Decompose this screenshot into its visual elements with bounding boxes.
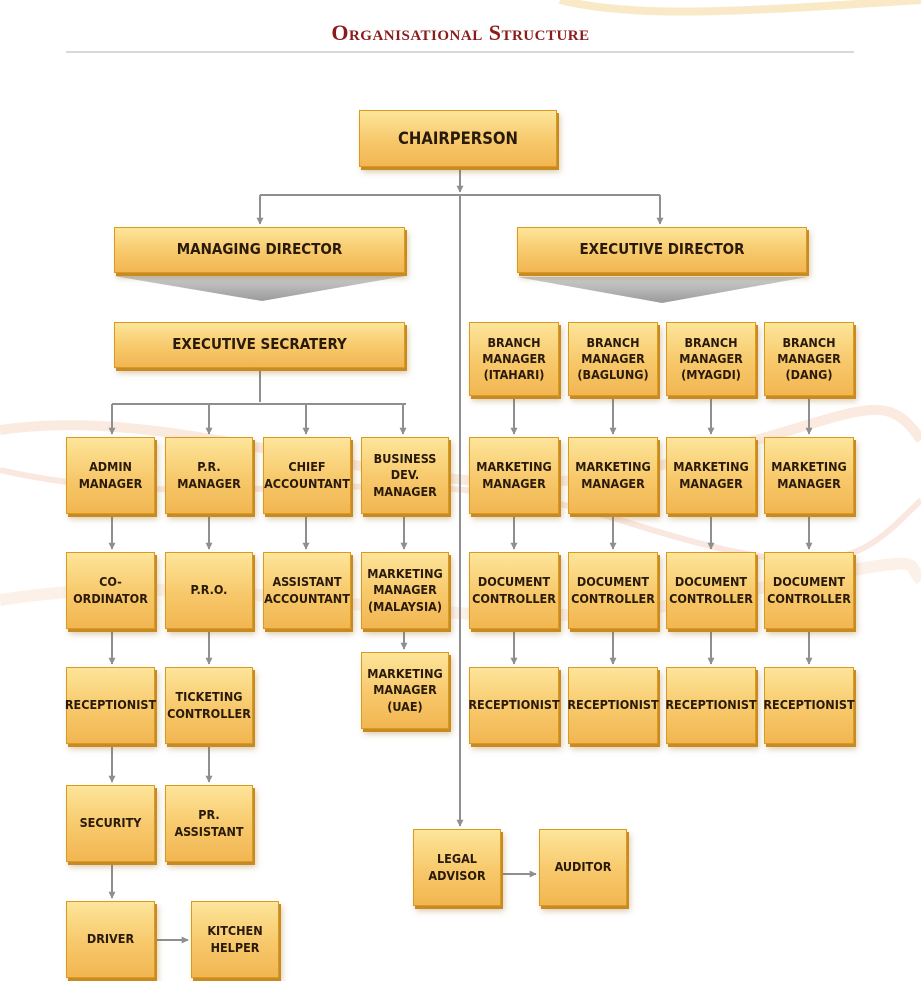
- branch-manager-myagdi-box: BRANCH MANAGER (MYAGDI): [666, 322, 756, 396]
- receptionist-myagdi-box: RECEPTIONIST: [665, 667, 757, 744]
- title-divider: [66, 51, 854, 53]
- branch-manager-baglung-box: BRANCH MANAGER (BAGLUNG): [568, 322, 658, 396]
- marketing-manager-dang-box: MARKETING MANAGER: [764, 437, 854, 514]
- receptionist-admin-box: RECEPTIONIST: [65, 667, 156, 744]
- kitchen-helper-box: KITCHEN HELPER: [191, 901, 279, 978]
- branch-manager-itahari-box: BRANCH MANAGER (ITAHARI): [469, 322, 559, 396]
- receptionist-dang-box: RECEPTIONIST: [763, 667, 855, 744]
- auditor-box: AUDITOR: [539, 829, 627, 906]
- fan-shapes: [114, 276, 807, 303]
- pr-assistant-box: PR. ASSISTANT: [165, 785, 253, 862]
- ticketing-controller-box: TICKETING CONTROLLER: [165, 667, 253, 744]
- document-controller-itahari-box: DOCUMENT CONTROLLER: [469, 552, 559, 629]
- document-controller-myagdi-box: DOCUMENT CONTROLLER: [666, 552, 756, 629]
- admin-manager-box: ADMIN MANAGER: [66, 437, 155, 514]
- receptionist-itahari-box: RECEPTIONIST: [468, 667, 560, 744]
- page-title: Organisational Structure: [331, 20, 590, 45]
- pr-manager-box: P.R. MANAGER: [165, 437, 253, 514]
- business-dev-manager-box: BUSINESS DEV. MANAGER: [361, 437, 449, 514]
- security-box: SECURITY: [66, 785, 155, 862]
- co-ordinator-box: CO-ORDINATOR: [66, 552, 155, 629]
- marketing-manager-baglung-box: MARKETING MANAGER: [568, 437, 658, 514]
- assistant-accountant-box: ASSISTANT ACCOUNTANT: [263, 552, 351, 629]
- marketing-manager-myagdi-box: MARKETING MANAGER: [666, 437, 756, 514]
- executive-director-box: EXECUTIVE DIRECTOR: [517, 227, 807, 273]
- marketing-manager-itahari-box: MARKETING MANAGER: [469, 437, 559, 514]
- marketing-manager-malaysia-box: MARKETING MANAGER (MALAYSIA): [361, 552, 449, 629]
- marketing-manager-uae-box: MARKETING MANAGER (UAE): [361, 652, 449, 729]
- managing-director-box: MANAGING DIRECTOR: [114, 227, 405, 273]
- legal-advisor-box: LEGAL ADVISOR: [413, 829, 501, 906]
- chief-accountant-box: CHIEF ACCOUNTANT: [263, 437, 351, 514]
- document-controller-baglung-box: DOCUMENT CONTROLLER: [568, 552, 658, 629]
- document-controller-dang-box: DOCUMENT CONTROLLER: [764, 552, 854, 629]
- driver-box: DRIVER: [66, 901, 155, 978]
- branch-manager-dang-box: BRANCH MANAGER (DANG): [764, 322, 854, 396]
- executive-secretary-box: EXECUTIVE SECRATERY: [114, 322, 405, 368]
- pro-box: P.R.O.: [165, 552, 253, 629]
- receptionist-baglung-box: RECEPTIONIST: [567, 667, 659, 744]
- chairperson-box: CHAIRPERSON: [359, 110, 557, 167]
